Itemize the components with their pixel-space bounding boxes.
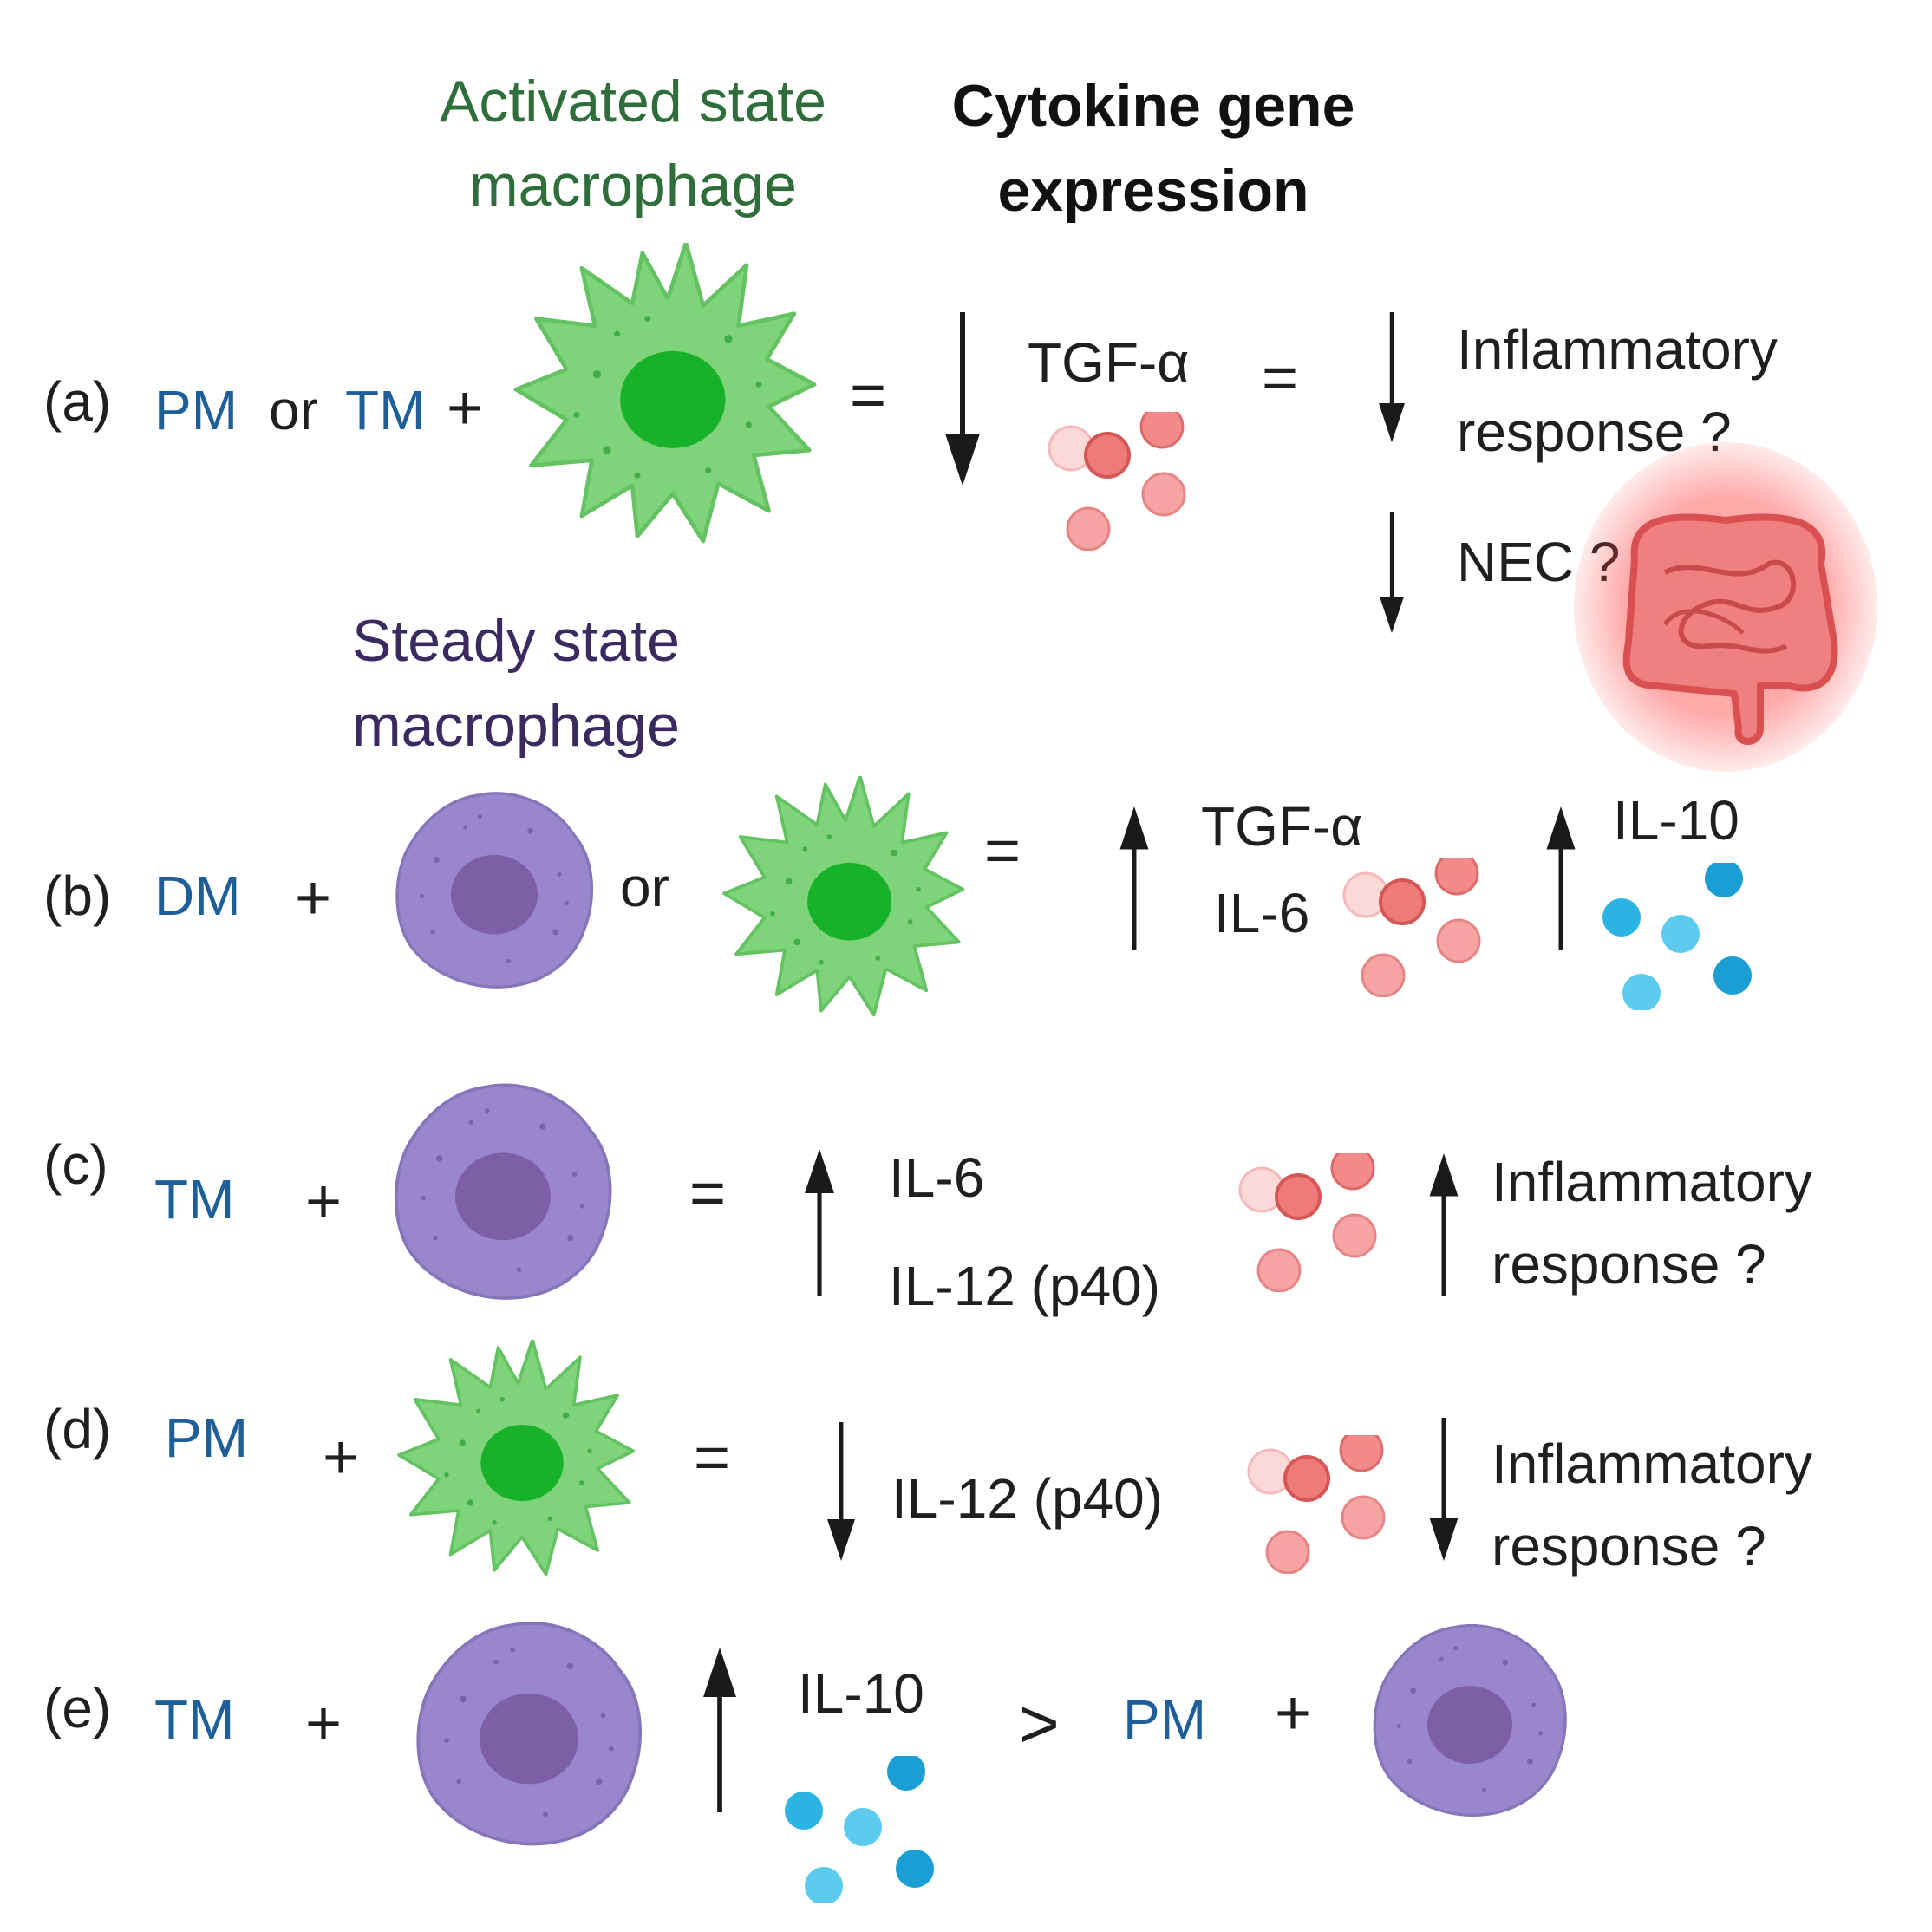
up-arrow-icon [1120,806,1149,950]
down-arrow-icon [1430,1418,1459,1561]
row-b-cytokine3: IL-10 [1613,789,1739,852]
row-e-plus: + [305,1689,342,1759]
red-cytokine-dots-icon [1247,1435,1386,1574]
activated-macrophage-icon [397,1340,636,1576]
row-c-outcome-line2: response ? [1491,1233,1766,1296]
row-e-plus-2: + [1275,1679,1311,1748]
row-d-equals: = [694,1423,730,1492]
row-d-pm: PM [165,1407,248,1469]
down-arrow-icon [1379,312,1405,442]
up-arrow-icon [703,1648,736,1812]
red-cytokine-dots-icon [1048,412,1186,551]
activated-macrophage-icon [516,243,814,541]
row-d-plus: + [323,1423,359,1492]
row-c-plus: + [305,1167,342,1237]
down-arrow-icon [1380,512,1404,633]
steady-macrophage-icon [395,792,594,989]
row-d-cytokine: IL-12 (p40) [891,1467,1163,1530]
row-a-tm: TM [345,379,425,441]
row-e-tm: TM [154,1688,234,1751]
activated-header-line1: Activated state [440,69,826,134]
row-c-cytokine2: IL-12 (p40) [889,1255,1160,1317]
row-a-pm: PM [154,379,238,441]
blue-cytokine-dots-icon [1602,863,1752,1010]
row-e-label: (e) [43,1677,111,1739]
row-d-label: (d) [43,1398,111,1460]
down-arrow-icon [827,1422,855,1561]
row-a-outcome-line1: Inflammatory [1457,318,1778,381]
cytokine-header-line1: Cytokine gene [952,73,1355,139]
steady-header-line1: Steady state [352,608,680,674]
activated-header-line2: macrophage [469,153,797,219]
steady-header-line2: macrophage [352,693,680,759]
row-a-equals-2: = [1262,343,1298,413]
row-c-label: (c) [43,1133,108,1196]
steady-macrophage-icon [1373,1623,1567,1818]
row-b-dm: DM [154,865,241,927]
row-e-pm: PM [1123,1688,1206,1751]
steady-macrophage-icon [394,1083,612,1300]
row-a-cytokine: TGF-α [1028,331,1189,394]
steady-macrophage-icon [416,1621,643,1846]
row-c-equals: = [689,1159,726,1228]
row-b-or: or [620,856,669,918]
red-cytokine-dots-icon [1342,858,1481,997]
row-e-cytokine: IL-10 [798,1662,924,1725]
down-arrow-icon [945,312,980,486]
row-b-cytokine2: IL-6 [1214,882,1309,944]
row-b-equals: = [984,816,1021,885]
row-c-cytokine1: IL-6 [889,1146,984,1209]
row-c-outcome-line1: Inflammatory [1491,1151,1812,1213]
cytokine-header-line2: expression [997,158,1309,224]
activated-macrophage-icon [722,776,965,1017]
row-a-label: (a) [43,370,111,433]
blue-cytokine-dots-icon [785,1756,934,1903]
row-a-equals: = [850,361,886,430]
intestine-icon [1574,442,1877,772]
row-d-outcome-line2: response ? [1491,1515,1766,1577]
row-b-plus: + [295,864,331,933]
row-d-outcome-line1: Inflammatory [1491,1433,1812,1495]
up-arrow-icon [1547,806,1576,950]
red-cytokine-dots-icon [1238,1153,1377,1292]
row-c-tm: TM [154,1168,234,1230]
up-arrow-icon [1430,1153,1459,1296]
row-b-label: (b) [43,865,111,927]
row-e-greater-than: > [1019,1685,1060,1762]
row-b-cytokine1: TGF-α [1201,795,1362,858]
row-a-plus: + [447,374,483,443]
up-arrow-icon [805,1149,834,1296]
row-a-or: or [269,379,318,441]
